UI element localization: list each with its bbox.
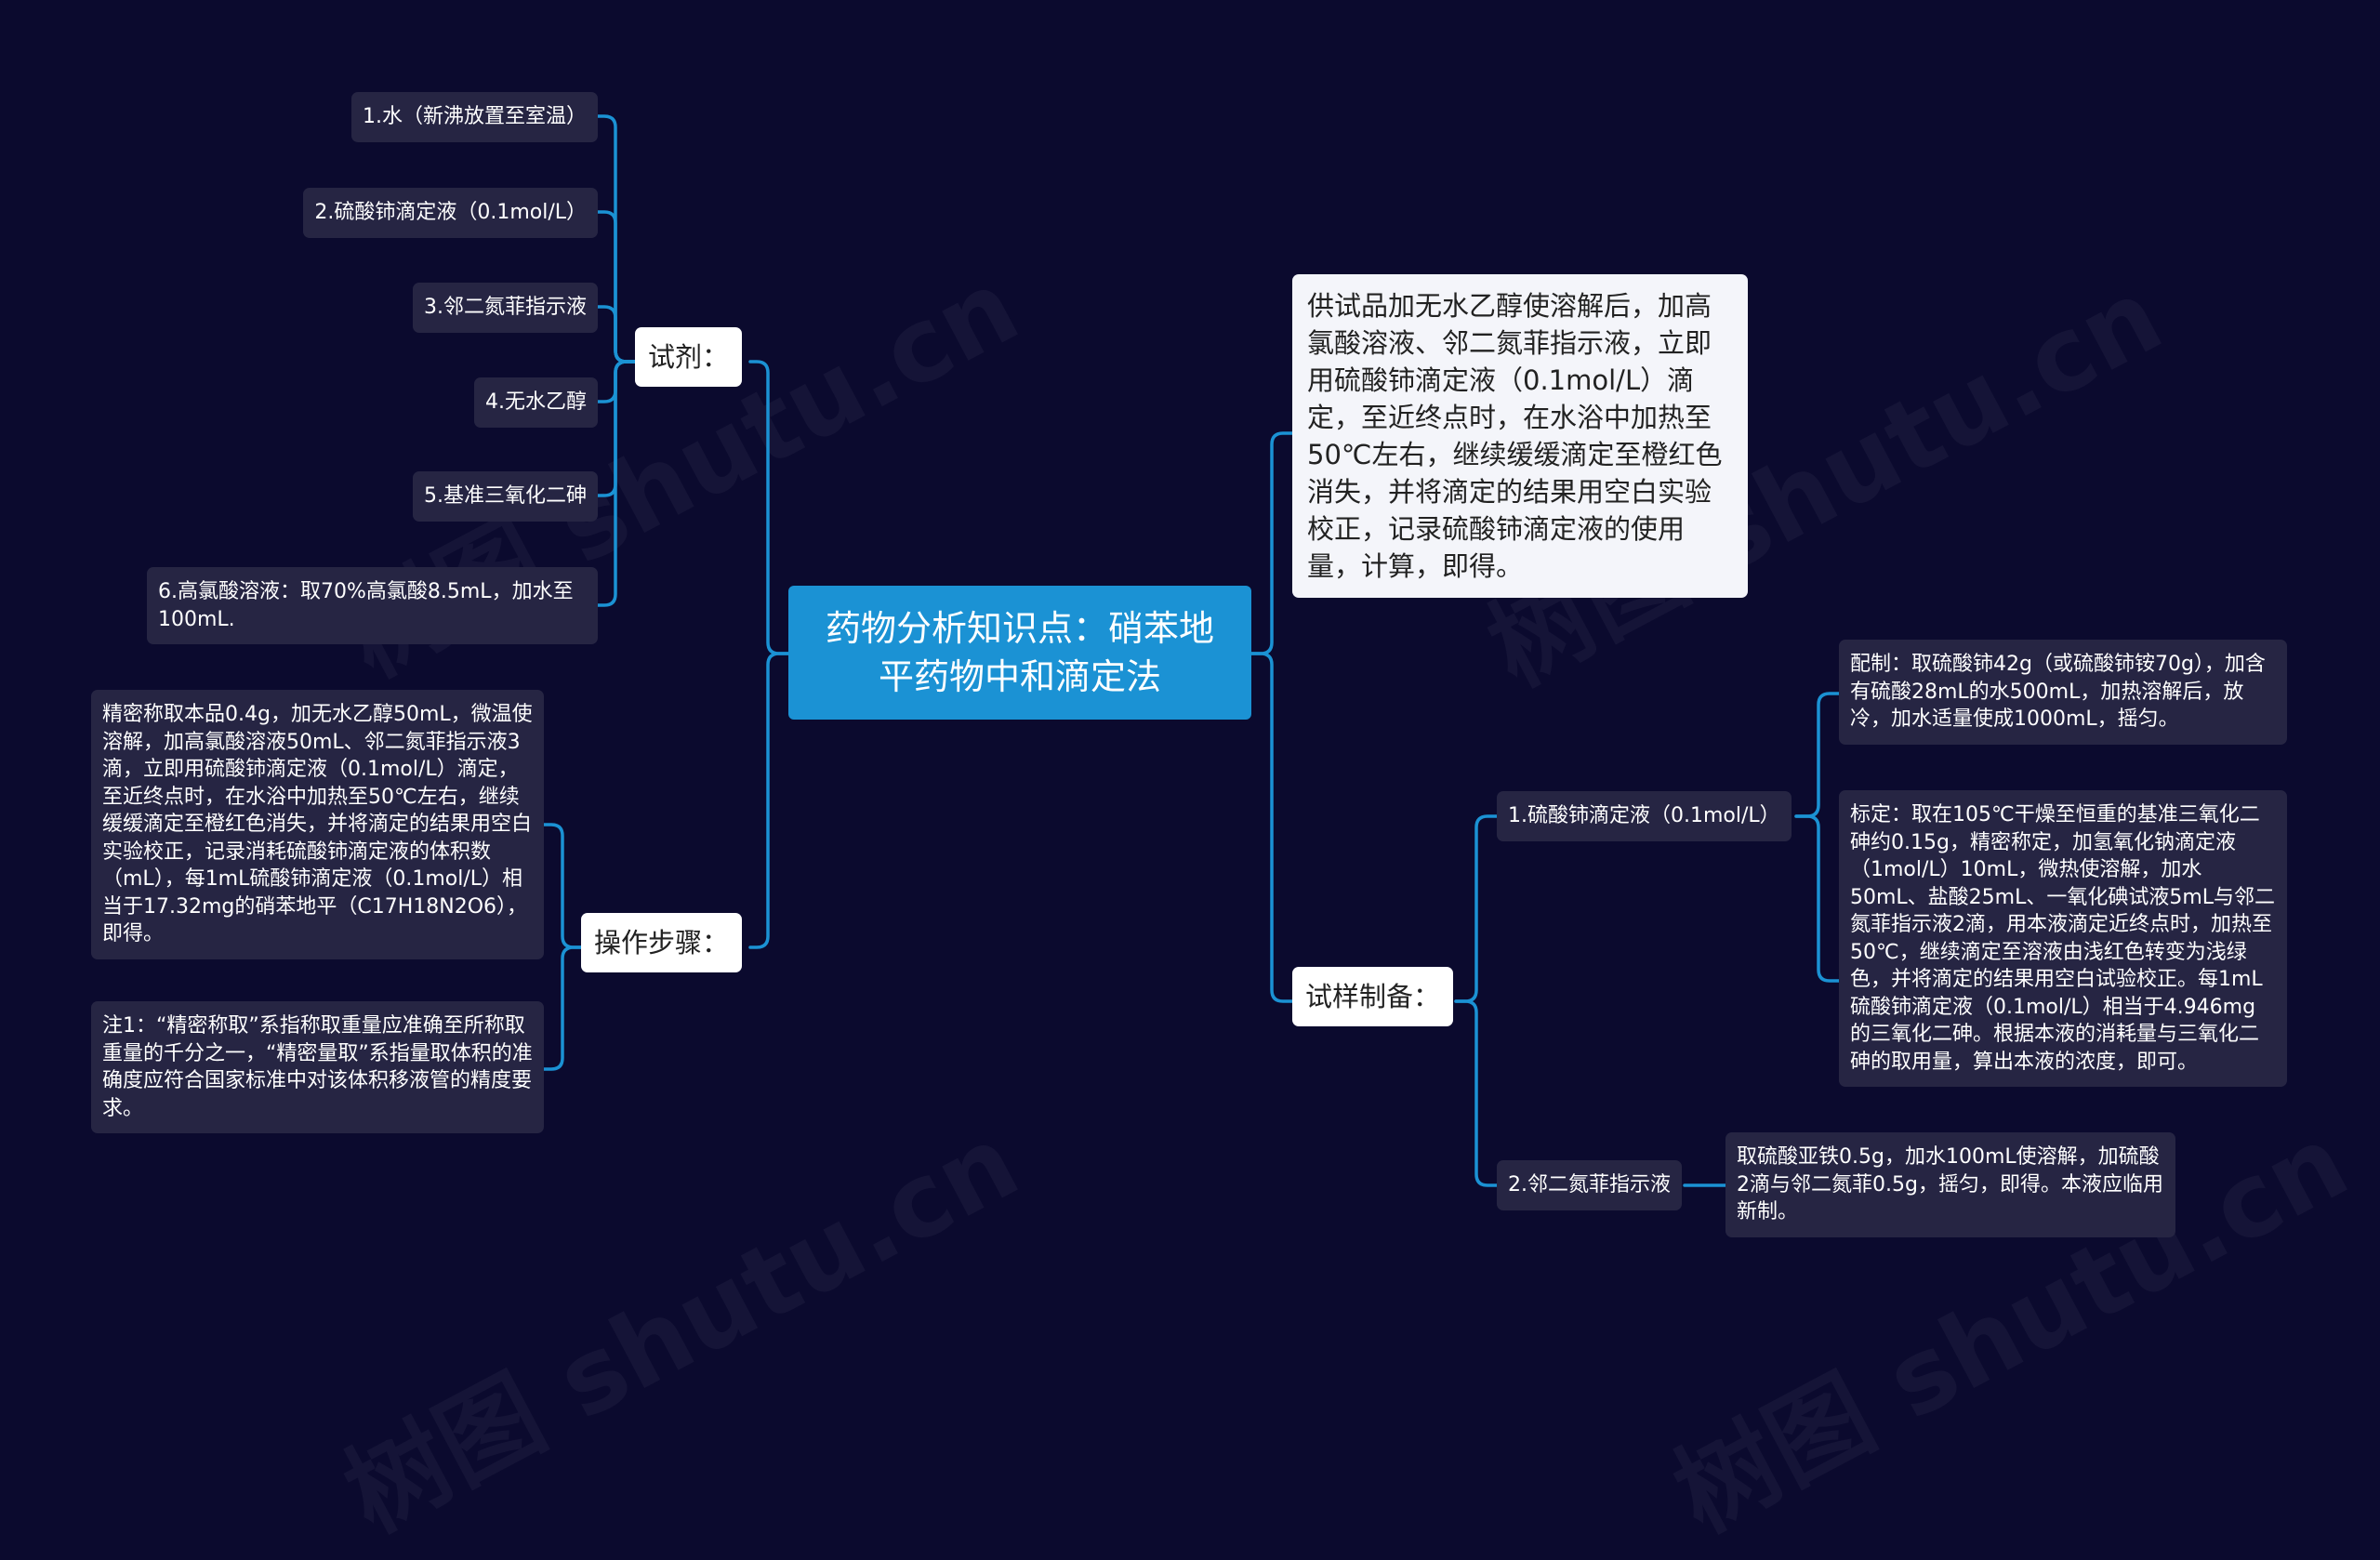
reagent-item[interactable]: 1.水（新沸放置至室温） (351, 92, 598, 142)
connector (542, 945, 583, 1071)
connector (1794, 692, 1841, 818)
reagent-item[interactable]: 2.硫酸铈滴定液（0.1mol/L） (303, 188, 598, 238)
reagent-item[interactable]: 4.无水乙醇 (474, 377, 598, 428)
sample-prep-detail[interactable]: 配制：取硫酸铈42g（或硫酸铈铵70g），加含有硫酸28mL的水500mL，加热… (1839, 640, 2287, 745)
connector (596, 305, 637, 364)
root-topic[interactable]: 药物分析知识点：硝苯地平药物中和滴定法 (788, 586, 1251, 720)
reagent-item[interactable]: 5.基准三氧化二砷 (413, 471, 598, 522)
connector (1250, 431, 1294, 655)
sample-prep-detail[interactable]: 标定：取在105℃干燥至恒重的基准三氧化二砷约0.15g，精密称定，加氢氧化钠滴… (1839, 790, 2287, 1087)
branch-sample-prep[interactable]: 试样制备： (1292, 967, 1454, 1026)
sample-prep-detail[interactable]: 取硫酸亚铁0.5g，加水100mL使溶解，加硫酸2滴与邻二氮菲0.5g，摇匀，即… (1726, 1132, 2175, 1237)
connector-lines (542, 114, 1841, 1187)
branch-reagents[interactable]: 试剂： (635, 327, 743, 387)
procedure-step[interactable]: 精密称取本品0.4g，加无水乙醇50mL，微温使溶解，加高氯酸溶液50mL、邻二… (91, 690, 544, 959)
connector (748, 652, 790, 949)
method-description[interactable]: 供试品加无水乙醇使溶解后，加高氯酸溶液、邻二氮菲指示液，立即用硫酸铈滴定液（0.… (1292, 274, 1748, 598)
connector (748, 360, 790, 655)
connector (1454, 814, 1499, 1003)
branch-procedure[interactable]: 操作步骤： (581, 913, 743, 972)
mindmap-canvas: 树图 shutu.cn 树图 shutu.cn 树图 shutu.cn 树图 s… (91, 92, 2366, 1554)
procedure-note[interactable]: 注1：“精密称取”系指称取重量应准确至所称取重量的千分之一，“精密量取”系指量取… (91, 1001, 544, 1133)
connector (1454, 999, 1499, 1187)
connector (596, 360, 637, 607)
connector (542, 823, 583, 949)
sample-prep-item[interactable]: 2.邻二氮菲指示液 (1497, 1160, 1682, 1210)
connector (1794, 814, 1841, 983)
sample-prep-item[interactable]: 1.硫酸铈滴定液（0.1mol/L） (1497, 791, 1792, 841)
reagent-item[interactable]: 6.高氯酸溶液：取70%高氯酸8.5mL，加水至100mL. (147, 567, 598, 644)
connector (1250, 652, 1294, 1003)
reagent-item[interactable]: 3.邻二氮菲指示液 (413, 283, 598, 333)
